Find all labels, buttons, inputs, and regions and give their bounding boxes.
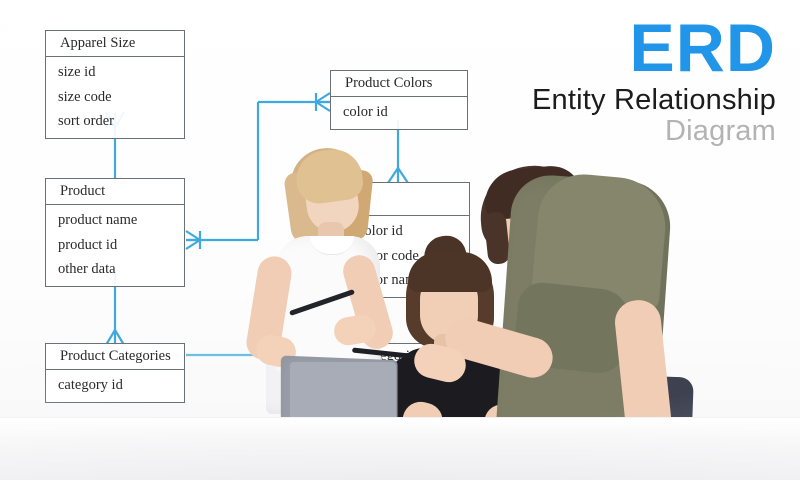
wordmark-acronym: ERD xyxy=(629,10,776,86)
erd-wordmark: ERD Entity Relationship Diagram xyxy=(532,14,776,146)
wordmark-line1: Entity Relationship xyxy=(532,84,776,116)
wordmark-line2: Diagram xyxy=(665,115,776,147)
